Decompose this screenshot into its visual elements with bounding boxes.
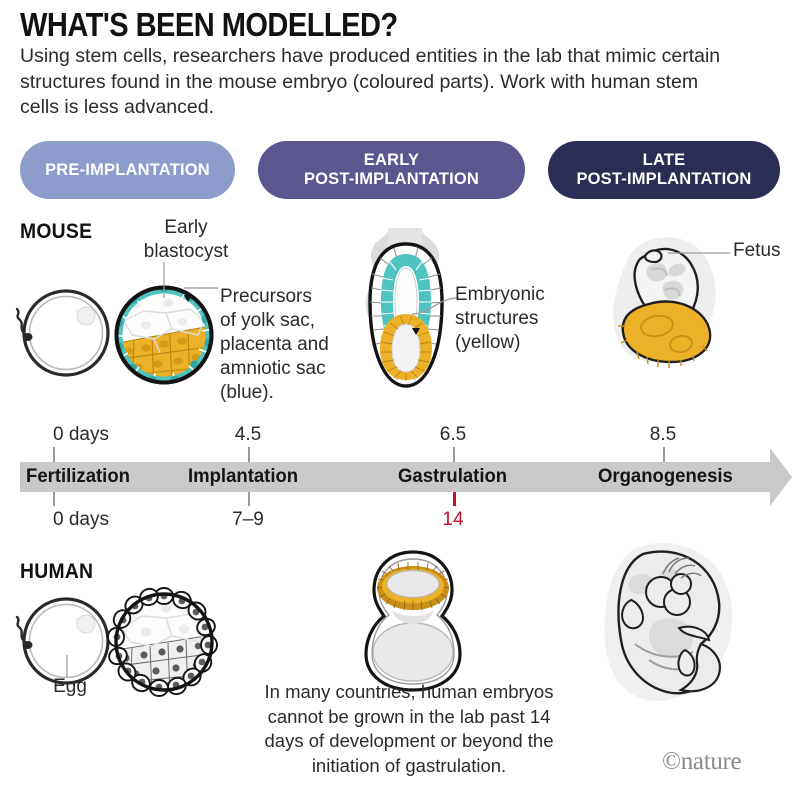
mouse-blastocyst-illustration xyxy=(114,285,214,385)
callout-precursors-line1: Precursors xyxy=(220,286,312,307)
callout-fetus: Fetus xyxy=(733,240,781,261)
callout-precursors-line2: of yolk sac, xyxy=(220,310,316,331)
callout-egg: Egg xyxy=(53,676,87,697)
timeline-tick-mouse-4-5 xyxy=(248,447,250,462)
leader-line-fetus xyxy=(668,252,730,254)
timeline-human-day-0: 0 days xyxy=(53,509,109,530)
human-restriction-note-line2: cannot be grown in the lab past 14 xyxy=(267,705,551,727)
human-restriction-note-line3: days of development or beyond the xyxy=(264,730,554,751)
timeline-bar xyxy=(20,462,752,492)
leader-lines-blastocyst xyxy=(163,262,218,298)
species-label-mouse: MOUSE xyxy=(20,220,93,243)
stage-pill-late-line2: POST-IMPLANTATION xyxy=(576,170,752,188)
human-restriction-note: In many countries, human embryos cannot … xyxy=(235,680,583,778)
human-blastocyst-illustration xyxy=(107,587,218,697)
stage-pill-early-line1: EARLY xyxy=(363,151,420,169)
human-fetus-illustration xyxy=(604,542,733,701)
human-post-implantation-illustration xyxy=(364,550,462,692)
timeline-tick-human-14 xyxy=(453,492,456,506)
stage-pill-early-line2: POST-IMPLANTATION xyxy=(303,170,480,188)
timeline-mouse-day-4-5: 4.5 xyxy=(234,424,262,445)
page-subtitle: Using stem cells, researchers have produ… xyxy=(20,45,721,118)
timeline-tick-human-0 xyxy=(53,492,55,506)
callout-precursors-line5: (blue). xyxy=(220,382,274,403)
timeline-mouse-day-0: 0 days xyxy=(53,424,109,445)
timeline-stage-fertilization: Fertilization xyxy=(26,465,130,487)
human-restriction-note-line4: initiation of gastrulation. xyxy=(311,754,507,776)
nature-logo: ©nature xyxy=(662,748,742,775)
timeline-tick-mouse-8-5 xyxy=(663,447,665,462)
stage-pill-pre-label: PRE-IMPLANTATION xyxy=(45,160,210,179)
callout-early-blastocyst-line2: blastocyst xyxy=(143,241,229,262)
mouse-egg-cylinder-illustration xyxy=(365,228,445,388)
timeline-tick-mouse-6-5 xyxy=(453,447,455,462)
timeline-tick-mouse-0 xyxy=(53,447,55,462)
callout-embryonic-line2: structures xyxy=(455,308,539,329)
timeline-human-day-7-9: 7–9 xyxy=(232,509,264,530)
callout-early-blastocyst: Early blastocyst xyxy=(121,216,251,264)
timeline-human-day-14: 14 xyxy=(442,509,464,530)
callout-precursors-line3: placenta and xyxy=(220,334,329,355)
callout-embryonic-structures: Embryonic structures (yellow) xyxy=(455,283,585,355)
leader-line-embryonic xyxy=(411,297,459,315)
species-label-human: HUMAN xyxy=(20,560,94,583)
stage-pill-late-post-implantation[interactable]: LATE POST-IMPLANTATION xyxy=(548,141,780,199)
mouse-fetus-illustration xyxy=(613,237,716,368)
stage-pill-early-label: EARLY POST-IMPLANTATION xyxy=(304,151,479,189)
callout-embryonic-line1: Embryonic xyxy=(455,284,545,305)
stage-pill-pre-implantation[interactable]: PRE-IMPLANTATION xyxy=(20,141,235,199)
callout-early-blastocyst-line1: Early xyxy=(164,217,208,238)
timeline-stage-gastrulation: Gastrulation xyxy=(398,465,508,487)
callout-embryonic-line3: (yellow) xyxy=(455,332,521,353)
timeline-stage-implantation: Implantation xyxy=(188,465,299,487)
stage-pill-late-label: LATE POST-IMPLANTATION xyxy=(576,151,751,189)
stage-pill-late-line1: LATE xyxy=(642,151,686,169)
timeline-arrow-head xyxy=(748,448,792,506)
human-restriction-note-line1: In many countries, human embryos xyxy=(264,681,554,702)
mouse-egg-illustration xyxy=(15,289,110,377)
stage-pill-early-post-implantation[interactable]: EARLY POST-IMPLANTATION xyxy=(258,141,525,199)
callout-precursors: Precursors of yolk sac, placenta and amn… xyxy=(220,285,345,405)
timeline-tick-human-7-9 xyxy=(248,492,250,506)
timeline-mouse-day-6-5: 6.5 xyxy=(439,424,467,445)
page-title: WHAT'S BEEN MODELLED? xyxy=(20,6,398,43)
timeline-stage-organogenesis: Organogenesis xyxy=(598,465,733,487)
callout-precursors-line4: amniotic sac xyxy=(220,358,326,379)
timeline-mouse-day-8-5: 8.5 xyxy=(649,424,677,445)
leader-line-egg xyxy=(66,655,68,677)
